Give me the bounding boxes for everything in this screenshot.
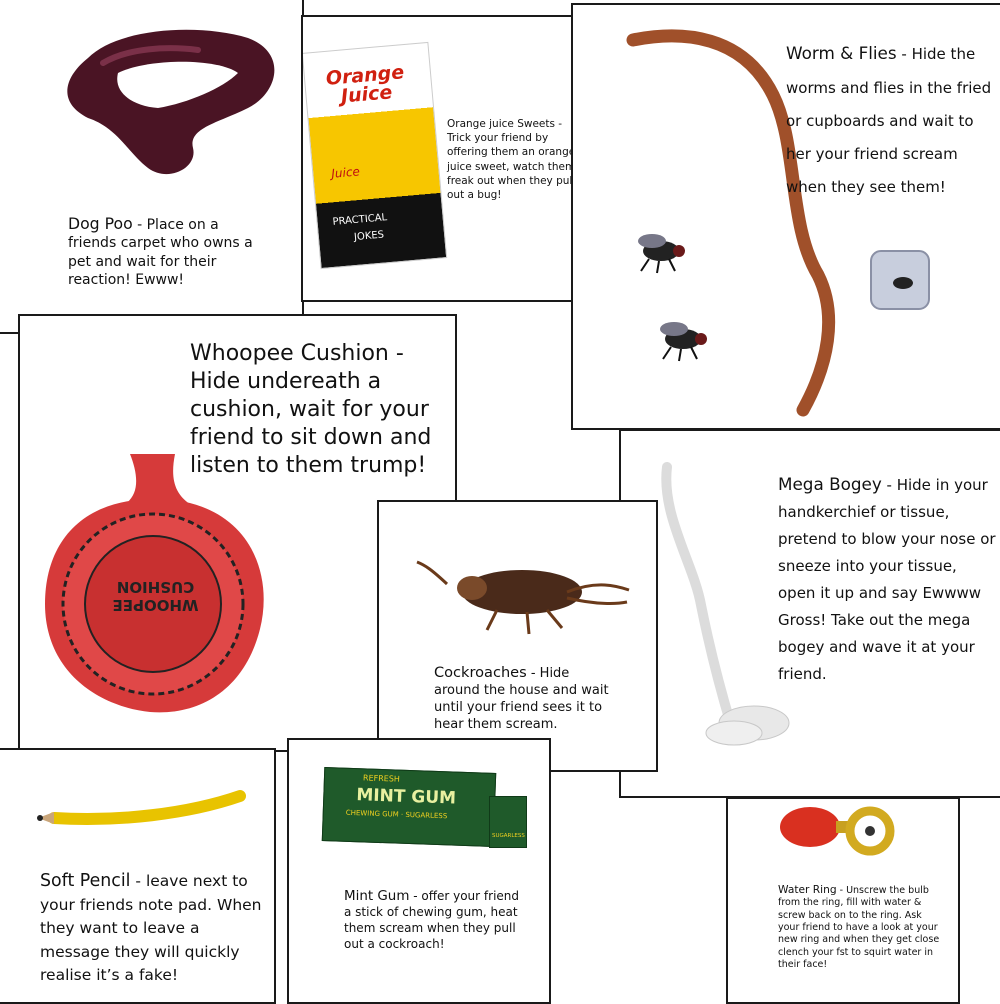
orange-juice-title: Orange juice Sweets: [447, 118, 555, 130]
water-ring-desc: Unscrew the bulb from the ring, fill wit…: [778, 885, 940, 971]
card-cockroaches: Cockroaches - Hide around the house and …: [377, 500, 658, 772]
orange-juice-pack: Orange Juice Juice PRACTICAL JOKES: [303, 41, 448, 270]
card-soft-pencil: Soft Pencil - leave next to your friends…: [0, 748, 276, 1004]
water-ring-title: Water Ring: [778, 883, 837, 896]
card-mint-gum: REFRESH MINT GUM CHEWING GUM · SUGARLESS…: [287, 738, 551, 1004]
cockroaches-desc: Hide around the house and wait until you…: [434, 666, 609, 732]
cockroaches-text: Cockroaches - Hide around the house and …: [434, 664, 609, 732]
orange-juice-pack-footer-2: JOKES: [353, 229, 385, 244]
dog-poo-desc: Place on a friends carpet who owns a pet…: [68, 217, 253, 288]
card-dog-poo: Dog Poo - Place on a friends carpet who …: [0, 0, 304, 334]
cockroach-illustration: [416, 560, 630, 635]
mint-gum-pack-side: SUGARLESS: [492, 833, 525, 839]
orange-juice-desc: Trick your friend by offering them an or…: [447, 132, 576, 201]
mega-bogey-desc: Hide in your handkerchief or tissue, pre…: [778, 476, 996, 684]
pencil-illustration: [37, 790, 246, 825]
soft-pencil-title: Soft Pencil: [40, 871, 131, 891]
orange-juice-pack-label: Juice: [330, 164, 361, 181]
mega-bogey-text: Mega Bogey - Hide in your handkerchief o…: [778, 474, 996, 684]
mint-gum-pack-sub: CHEWING GUM · SUGARLESS: [345, 808, 448, 821]
card-water-ring: Water Ring - Unscrew the bulb from the r…: [726, 797, 960, 1004]
mint-gum-pack-brand: MINT GUM: [356, 785, 457, 809]
dog-poo-illustration: [67, 29, 275, 175]
ice-cube-fly-icon: [870, 250, 930, 310]
mint-gum-text: Mint Gum - offer your friend a stick of …: [344, 889, 520, 951]
card-worm-flies: Worm & Flies - Hide the worms and flies …: [571, 3, 1000, 430]
worm-illustration: [626, 29, 836, 417]
mint-gum-pack-end: SUGARLESS: [489, 796, 527, 848]
fly-icon: [660, 322, 707, 362]
fly-icon: [638, 234, 685, 274]
soft-pencil-text: Soft Pencil - leave next to your friends…: [40, 871, 262, 984]
dog-poo-title: Dog Poo: [68, 214, 133, 233]
card-mega-bogey: Mega Bogey - Hide in your handkerchief o…: [619, 429, 1000, 798]
water-ring-illustration: [780, 806, 895, 856]
mega-bogey-illustration: [661, 462, 790, 746]
whoopee-desc: Hide undereath a cushion, wait for your …: [190, 368, 432, 478]
worm-flies-title: Worm & Flies: [786, 43, 897, 63]
mint-gum-pack: REFRESH MINT GUM CHEWING GUM · SUGARLESS: [321, 767, 497, 847]
dog-poo-text: Dog Poo - Place on a friends carpet who …: [68, 214, 253, 288]
water-ring-text: Water Ring - Unscrew the bulb from the r…: [778, 883, 940, 971]
mint-gum-title: Mint Gum: [344, 889, 410, 904]
mint-gum-pack-top: REFRESH: [362, 773, 401, 784]
orange-juice-pack-footer-1: PRACTICAL: [332, 212, 388, 228]
card-orange-juice: Orange Juice Juice PRACTICAL JOKES Orang…: [301, 15, 589, 302]
mega-bogey-title: Mega Bogey: [778, 474, 882, 494]
worm-flies-desc: Hide the worms and flies in the fried or…: [786, 45, 992, 196]
worm-flies-text: Worm & Flies - Hide the worms and flies …: [786, 43, 992, 196]
soft-pencil-desc: leave next to your friends note pad. Whe…: [40, 872, 262, 984]
whoopee-title: Whoopee Cushion: [190, 341, 389, 366]
whoopee-cushion-illustration: [45, 454, 264, 713]
cockroaches-title: Cockroaches: [434, 664, 527, 681]
mint-gum-desc: offer your friend a stick of chewing gum…: [344, 889, 520, 951]
orange-juice-text: Orange juice Sweets - Trick your friend …: [447, 118, 576, 201]
whoopee-text: Whoopee Cushion - Hide undereath a cushi…: [190, 341, 432, 478]
orange-juice-pack-brand: Orange Juice: [324, 61, 405, 108]
whoopee-cushion-print: WHOOPEE CUSHION: [112, 578, 199, 614]
